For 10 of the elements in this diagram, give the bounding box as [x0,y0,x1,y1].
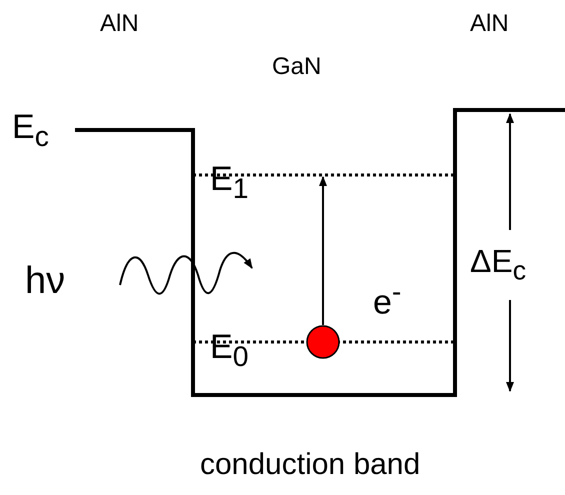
electron-label: e$^{-}$ [373,278,402,320]
layer-label: AlN [100,12,139,36]
energy-label: ΔE$_{c}$ [470,245,526,284]
energy-label: E$_{1}$ [210,162,248,204]
photon-label: hν [25,262,66,300]
layer-label: GaN [272,55,322,79]
caption-text: conduction band [200,450,420,480]
energy-label: E$_{c}$ [12,110,49,152]
energy-label: E$_{0}$ [210,330,248,372]
layer-label: AlN [470,12,509,36]
